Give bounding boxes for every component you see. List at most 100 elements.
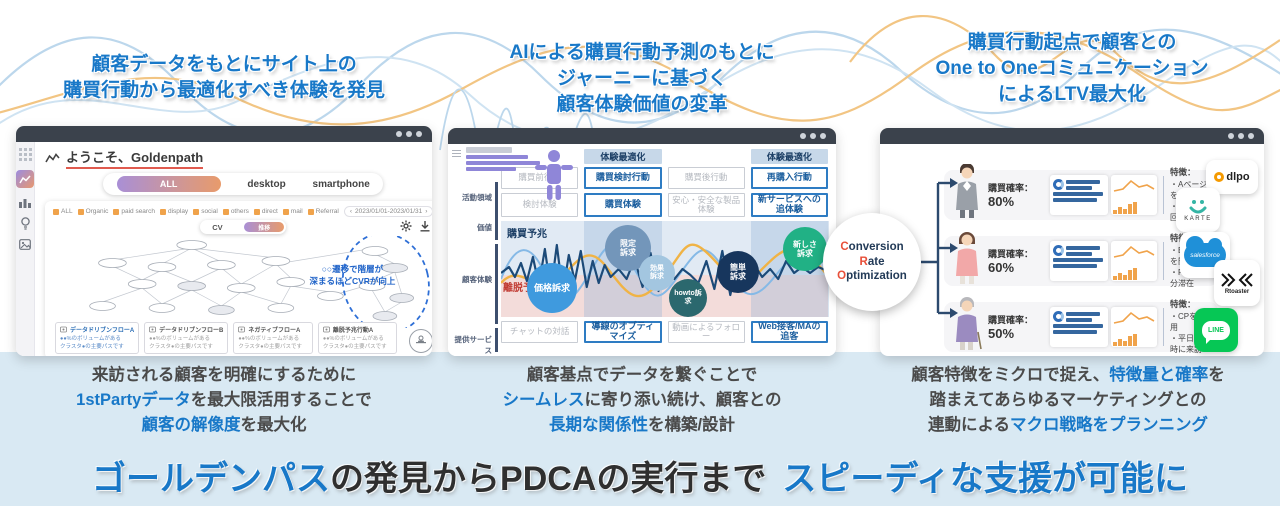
flow-card-icon — [149, 326, 157, 332]
label-divider — [495, 182, 498, 240]
karte-face-icon — [1189, 199, 1207, 213]
journey-cell-highlighted[interactable]: 購買検討行動 — [584, 167, 662, 189]
cro-circle: Conversion Rate Optimization — [823, 213, 921, 311]
persona-bars — [466, 155, 540, 171]
cv-toggle-knob[interactable]: 推移 — [244, 222, 285, 232]
journey-map-window: 活動領域 価値 顧客体験 提供サービス 体験最適化 体験最適化 購買前行動 購買… — [448, 128, 836, 356]
appeal-bubble: 価格訴求 — [527, 263, 577, 313]
device-tab-smartphone[interactable]: smartphone — [312, 178, 370, 190]
divider — [1163, 176, 1164, 214]
heading-right: 購買行動起点で顧客との One to Oneコミュニケーション によるLTV最大… — [872, 30, 1272, 108]
filter-checkbox[interactable]: paid search — [113, 208, 155, 215]
device-tab-desktop[interactable]: desktop — [247, 178, 286, 190]
journey-cell-highlighted[interactable]: 新サービスへの追体験 — [750, 193, 828, 217]
purchase-probability: 購買確率： 60% — [988, 249, 1034, 275]
filter-checkbox[interactable]: social — [193, 208, 218, 215]
bar-chart-icon[interactable] — [19, 197, 31, 208]
flow-card[interactable]: ネガティブフローA ●●%のボリュームがあるクラスタ●の主要パスです — [233, 321, 313, 354]
line-chart-icon[interactable] — [16, 170, 34, 188]
customer-row: 購買確率： 50% 特徴： ・CPを利用 ・平日をn時に来訪 — [944, 297, 1218, 354]
description-right: 顧客特徴をミクロで捉え、特徴量と確率を 踏まえてあらゆるマーケティングとの 連動… — [911, 366, 1225, 434]
karte-logo: KARTE — [1176, 188, 1220, 232]
settings-gear-icon[interactable] — [400, 220, 412, 232]
date-range-picker[interactable]: ‹ 2023/01/01-2023/01/31 › — [343, 206, 432, 217]
heading-middle-line2: ジャーニーに基づく — [556, 68, 728, 89]
service-cell-highlighted[interactable]: Web接客/MAの追客 — [750, 321, 828, 343]
row-label-services: 提供サービス — [454, 335, 493, 355]
date-range-value: 2023/01/01-2023/01/31 — [355, 208, 423, 215]
heading-right-line1: 購買行動起点で顧客との — [967, 32, 1177, 53]
filter-checkbox[interactable]: others — [222, 208, 249, 215]
persona-figure-icon — [535, 150, 573, 200]
channel-filters: ALL Organic paid search display social o… — [53, 206, 432, 217]
device-segmented-control: ALL desktop smartphone — [103, 173, 384, 195]
flow-card[interactable]: 離脱予兆行動A ●●%のボリュームがあるクラスタ●の主要パスです — [317, 321, 398, 354]
mascot-icon — [409, 329, 432, 353]
lightbulb-icon[interactable] — [20, 217, 31, 230]
heading-right-line2: One to Oneコミュニケーション — [935, 58, 1209, 79]
journey-cell-highlighted[interactable]: 再購入行動 — [750, 167, 828, 189]
line-logo: LINE — [1194, 308, 1238, 352]
journey-cell-highlighted[interactable]: 購買体験 — [584, 193, 662, 217]
row-label-activity: 活動領域 — [462, 193, 492, 202]
heading-middle: AIによる購買行動予測のもとに ジャーニーに基づく 顧客体験価値の変革 — [448, 40, 836, 118]
dashboard-thumbnails — [1050, 241, 1157, 281]
download-icon[interactable] — [419, 220, 431, 232]
customer-features: 特徴： ・CPを利用 ・平日をn時に来訪 — [1170, 298, 1207, 355]
heading-left-line1: 顧客データをもとにサイト上の — [91, 54, 357, 75]
flow-card[interactable]: データドリブンフローA ●●%のボリュームがあるクラスタ●の主要パスです — [55, 321, 140, 354]
date-next-icon[interactable]: › — [425, 208, 428, 215]
filter-checkbox[interactable]: mail — [282, 208, 303, 215]
filter-checkbox[interactable]: direct — [253, 208, 278, 215]
flow-card[interactable]: データドリブンフローB ●●%のボリュームがあるクラスタ●の主要パスです — [144, 321, 229, 354]
bottom-band — [0, 352, 1280, 506]
customer-avatar-man — [956, 164, 978, 218]
label-divider — [495, 328, 498, 352]
experience-chart: 購買予兆 離脱予兆 価格訴求 限定訴求 効果訴求 howto訴求 簡単訴求 新し… — [501, 221, 829, 317]
flow-graph-panel: ALL Organic paid search display social o… — [45, 201, 432, 356]
purchase-probability: 購買確率： 50% — [988, 315, 1034, 341]
optimization-headers: 体験最適化 体験最適化 — [501, 149, 828, 164]
app-grid-icon[interactable] — [18, 148, 32, 161]
device-tab-all[interactable]: ALL — [116, 176, 221, 192]
service-cell[interactable]: 動画によるフォロー — [667, 321, 745, 343]
line-bubble-icon: LINE — [1202, 320, 1230, 344]
filter-checkbox[interactable]: display — [159, 208, 188, 215]
window-controls-icon[interactable] — [800, 133, 826, 139]
heading-left-line2: 購買行動から最適化すべき体験を発見 — [63, 80, 385, 101]
date-prev-icon[interactable]: ‹ — [349, 208, 353, 215]
journey-cell[interactable]: 購買後行動 — [667, 167, 745, 189]
branch-arrows — [921, 178, 958, 318]
customer-avatar-senior — [956, 297, 982, 350]
cv-toggle[interactable]: CV 推移 — [200, 220, 287, 234]
heading-middle-line3: 顧客体験価値の変革 — [556, 94, 728, 115]
customer-row: 購買確率： 80% 特徴： ・Aページを閲覧 ・SIMをn回利用 — [944, 164, 1218, 222]
menu-icon[interactable] — [452, 148, 461, 157]
analytics-window: ようこそ、Goldenpath ALL desktop smartphone A… — [16, 126, 432, 356]
path-network-graph: ○○遷移で階層が 深まるほどCVRが向上 — [53, 232, 432, 334]
zone-label-bottom: 離脱予兆 — [503, 283, 543, 294]
window-controls-icon[interactable] — [1228, 133, 1254, 139]
optimization-header: 体験最適化 — [750, 149, 828, 164]
image-icon[interactable] — [19, 239, 31, 250]
journey-cell[interactable]: 安心・安全な製品体験 — [667, 193, 745, 217]
welcome-text: ようこそ、Goldenpath — [66, 147, 204, 169]
zone-label-top: 購買予兆 — [507, 229, 547, 240]
service-cell-highlighted[interactable]: 導線のオプティマイズ — [584, 321, 662, 343]
description-left: 来訪される顧客を明確にするために 1stPartyデータを最大限活用することで … — [76, 366, 372, 434]
dlpo-ring-icon — [1214, 172, 1225, 182]
cv-label: CV — [212, 222, 223, 232]
optimization-header: 体験最適化 — [584, 149, 662, 164]
filter-checkbox[interactable]: ALL — [53, 208, 73, 215]
window-controls-icon[interactable] — [396, 131, 422, 137]
appeal-bubble: 新しさ訴求 — [783, 227, 827, 271]
cvr-annotation: ○○遷移で階層が 深まるほどCVRが向上 — [309, 264, 396, 286]
journey-cell[interactable]: 検討体験 — [501, 193, 579, 217]
service-cell[interactable]: チャットの対話 — [501, 321, 579, 343]
filter-checkbox[interactable]: Referral — [307, 208, 339, 215]
divider — [1163, 242, 1164, 280]
filter-checkbox[interactable]: Organic — [77, 208, 108, 215]
appeal-bubble: 効果訴求 — [639, 255, 675, 291]
dashboard-thumbnails — [1050, 307, 1157, 347]
